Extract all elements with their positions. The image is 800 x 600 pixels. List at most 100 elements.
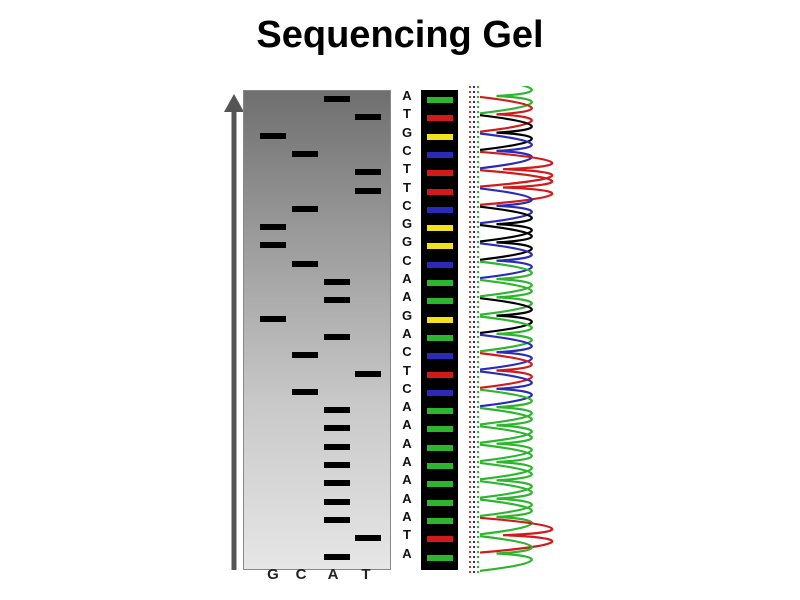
lane-label-a: A <box>327 566 339 583</box>
sequence-letter: T <box>403 527 411 543</box>
readout-cell-a <box>427 517 453 524</box>
trace-peak-c <box>479 242 533 280</box>
gel-band-a <box>324 498 350 505</box>
trace-peak-t <box>479 95 533 133</box>
sequence-letter: A <box>402 289 412 305</box>
sequence-letter: A <box>402 545 412 561</box>
gel-band-c <box>292 388 318 395</box>
readout-cell-a <box>427 481 453 488</box>
trace-peak-a <box>479 278 533 316</box>
gel-band-t <box>355 169 381 176</box>
gel-band-a <box>324 279 350 285</box>
sequence-letter: C <box>402 252 412 268</box>
sequence-letter: A <box>402 508 412 524</box>
chromatogram <box>469 86 554 576</box>
lane-label-c: C <box>295 566 307 583</box>
gel-band-g <box>260 242 286 249</box>
gel-band-g <box>260 132 286 139</box>
trace-peak-g <box>479 205 533 243</box>
readout-cell-a <box>427 280 453 286</box>
sequence-letter: T <box>403 161 411 177</box>
sequence-letter: A <box>402 88 412 103</box>
sequence-letter: A <box>402 472 412 488</box>
readout-cell-a <box>427 444 453 451</box>
trace-peak-a <box>479 443 533 481</box>
gel-band-a <box>324 443 350 450</box>
trace-peak-t <box>479 150 554 188</box>
gel-band-c <box>292 260 318 267</box>
gel-panel <box>243 90 391 570</box>
trace-peak-t <box>479 516 554 554</box>
lane-label-t: T <box>361 566 371 583</box>
gel-band-g <box>260 224 286 231</box>
readout-cell-g <box>427 243 453 250</box>
gel-band-a <box>324 407 350 414</box>
readout-cell-t <box>427 170 453 177</box>
sequence-letter: T <box>403 106 411 122</box>
sequence-letter: A <box>402 325 412 341</box>
trace-peak-a <box>479 388 533 426</box>
readout-cell-c <box>427 353 453 360</box>
sequence-letter: A <box>402 271 412 286</box>
readout-cell-a <box>427 408 453 415</box>
title: Sequencing Gel <box>256 14 544 56</box>
trace-peak-c <box>479 132 533 170</box>
sequence-letter: A <box>402 417 412 433</box>
sequence-letter: A <box>402 435 412 451</box>
gel-band-c <box>292 205 318 212</box>
gel-band-a <box>324 553 350 560</box>
readout-cell-c <box>427 151 453 158</box>
trace-peak-a <box>479 86 533 115</box>
sequence-letter: A <box>402 454 412 469</box>
lane-label-g: G <box>267 566 279 583</box>
sequence-letter: A <box>402 399 412 415</box>
trace-peak-a <box>479 535 533 572</box>
gel-band-a <box>324 516 350 523</box>
trace-peak-a <box>479 260 533 298</box>
readout-cell-a <box>427 554 453 561</box>
trace-peak-a <box>479 406 533 444</box>
sequence-letter: G <box>401 234 413 250</box>
gel-band-a <box>324 462 350 468</box>
trace-peak-g <box>479 223 533 261</box>
sequence-letter: G <box>401 124 413 140</box>
gel-band-c <box>292 150 318 157</box>
sequence-letter: C <box>402 344 412 360</box>
migration-arrow-icon <box>224 94 244 570</box>
sequence-letter: C <box>402 142 412 158</box>
readout-cell-c <box>427 261 453 268</box>
gel-band-t <box>355 370 381 377</box>
gel-band-a <box>324 96 350 102</box>
gel-band-t <box>355 535 381 542</box>
trace-peak-g <box>479 114 533 152</box>
readout-cell-a <box>427 334 453 341</box>
gel-band-g <box>260 315 286 322</box>
trace-peak-c <box>479 187 533 225</box>
trace-peak-g <box>479 297 533 335</box>
color-readout-strip <box>421 90 458 570</box>
trace-peak-t <box>479 352 533 389</box>
readout-cell-t <box>427 115 453 122</box>
readout-cell-a <box>427 298 453 305</box>
readout-cell-g <box>427 225 453 232</box>
trace-peak-t <box>479 169 554 206</box>
trace-peak-a <box>479 498 533 536</box>
sequence-letter: C <box>402 197 412 213</box>
readout-cell-a <box>427 463 453 469</box>
readout-cell-c <box>427 206 453 213</box>
readout-cell-g <box>427 133 453 140</box>
sequence-letter: G <box>401 307 413 323</box>
sequence-letter: T <box>403 179 411 195</box>
readout-cell-t <box>427 536 453 543</box>
trace-peak-a <box>479 315 533 353</box>
readout-cell-a <box>427 499 453 506</box>
trace-peak-c <box>479 333 533 371</box>
trace-peak-a <box>479 480 533 518</box>
gel-band-a <box>324 297 350 304</box>
gel-band-t <box>355 187 381 194</box>
gel-band-a <box>324 425 350 432</box>
sequence-letter: A <box>402 490 412 506</box>
readout-cell-a <box>427 426 453 433</box>
trace-peak-a <box>479 425 533 463</box>
sequence-letter: C <box>402 380 412 396</box>
